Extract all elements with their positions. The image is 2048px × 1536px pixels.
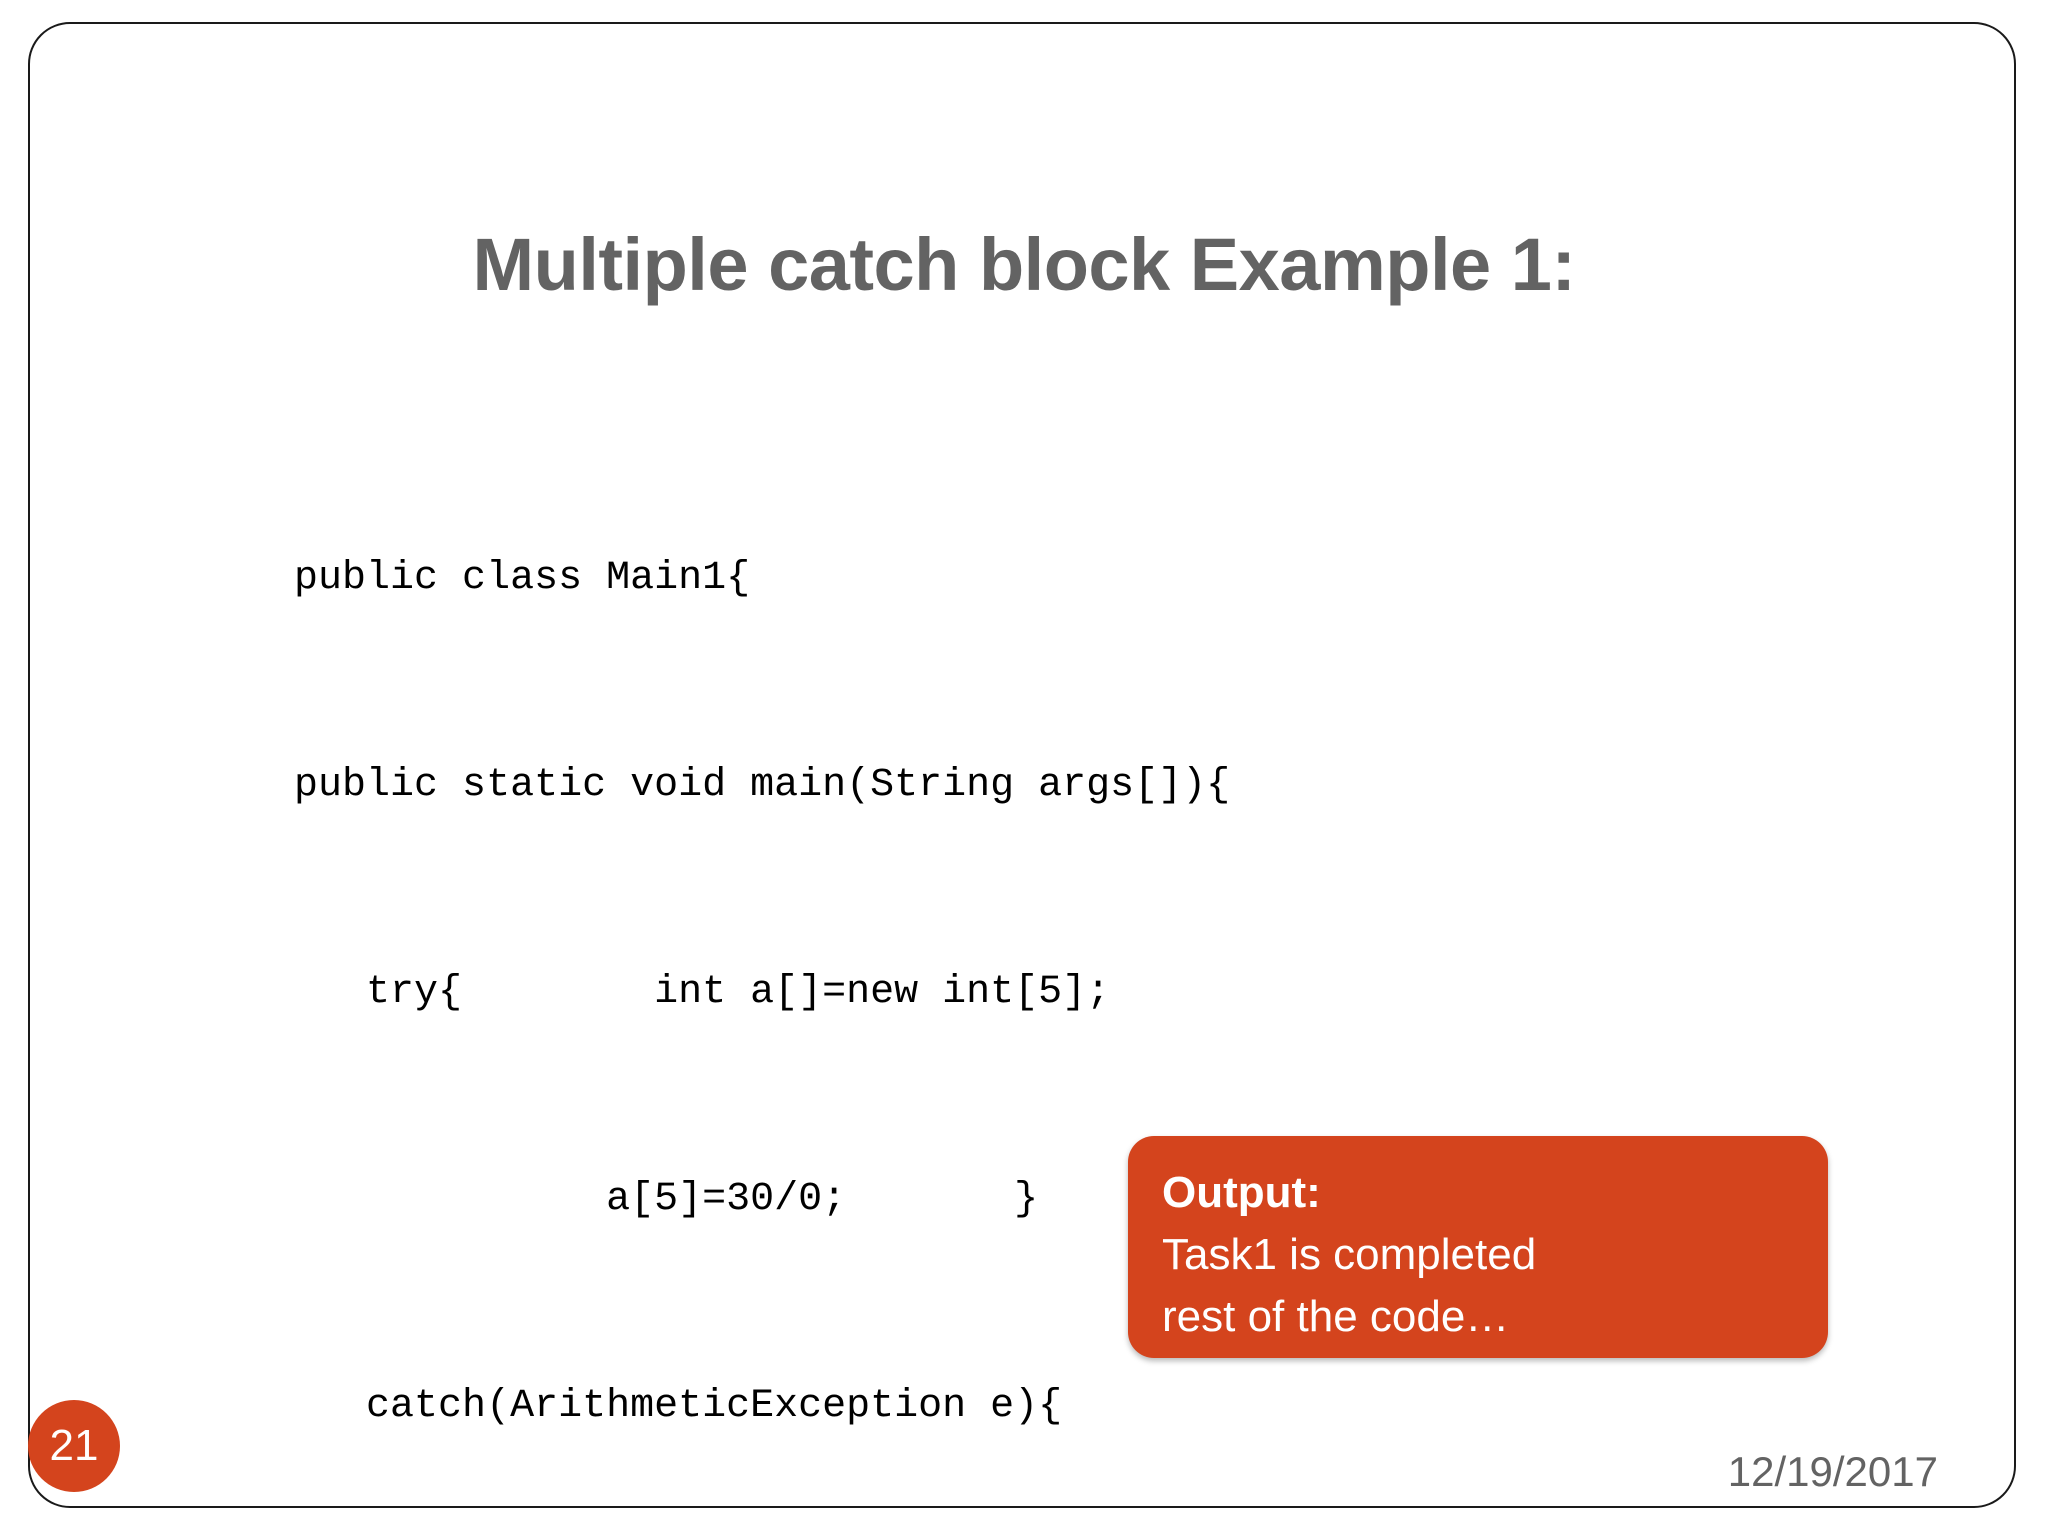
code-line: public static void main(String args[]){ (150, 678, 1980, 808)
code-line: try{ int a[]=new int[5]; (150, 885, 1980, 1015)
code-block: public class Main1{ public static void m… (150, 336, 1980, 1508)
output-callout-line-2: rest of the code… (1162, 1292, 1510, 1341)
slide-date: 12/19/2017 (1727, 1448, 1938, 1495)
slide-canvas: Multiple catch block Example 1: public c… (28, 22, 2016, 1508)
page-title: Multiple catch block Example 1: (472, 223, 1576, 306)
code-line: public class Main1{ (150, 471, 1980, 601)
slide-number-badge: 21 (28, 1400, 120, 1492)
code-line-text: catch(ArithmeticException e){ (294, 1384, 1063, 1429)
code-line: a[5]=30/0; } (150, 1092, 1980, 1222)
code-line-text: try{ int a[]=new int[5]; (294, 970, 1111, 1015)
output-callout: Output: Task1 is completed rest of the c… (1128, 1136, 1828, 1358)
code-line: System.out.println(e+" - task1 is comple… (150, 1506, 1980, 1508)
code-line-text: a[5]=30/0; } (294, 1177, 1039, 1222)
code-line: catch(ArithmeticException e){ (150, 1299, 1980, 1429)
output-callout-line-1: Task1 is completed (1162, 1230, 1537, 1279)
code-line-text: public static void main(String args[]){ (294, 763, 1231, 808)
code-line-tail-brace: } (1840, 1506, 1864, 1508)
code-line-text: public class Main1{ (294, 556, 751, 601)
output-callout-heading: Output: (1162, 1168, 1321, 1217)
